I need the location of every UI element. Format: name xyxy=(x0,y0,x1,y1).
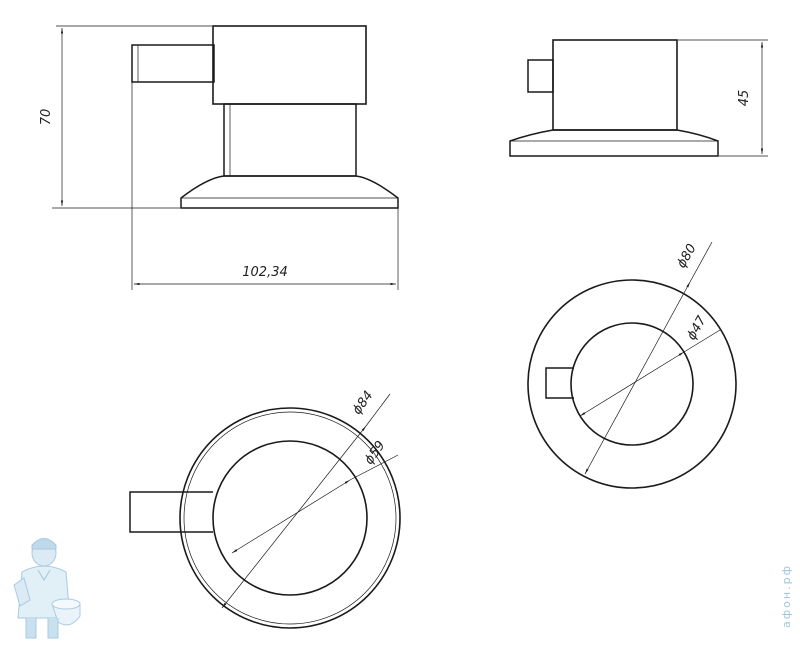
front-view: 70 102,34 xyxy=(39,25,399,290)
front-height-dimension: 70 xyxy=(39,109,54,126)
top-outer-circle xyxy=(527,279,737,489)
side-view: 45 xyxy=(509,39,768,157)
front-handle xyxy=(131,44,215,83)
top-outer-diameter: ϕ80 xyxy=(674,242,700,271)
plumber-logo xyxy=(13,538,81,639)
top-handle xyxy=(545,367,574,399)
bottom-view: ϕ84 ϕ59 xyxy=(129,388,401,629)
side-height-dimension: 45 xyxy=(737,90,752,107)
side-body xyxy=(552,39,678,131)
bottom-inner-circle xyxy=(212,440,368,596)
front-upper-body xyxy=(212,25,367,105)
bottom-outer-circle xyxy=(179,407,401,629)
bottom-handle xyxy=(129,491,213,533)
bottom-outer-diameter: ϕ84 xyxy=(350,388,377,417)
front-width-dimension: 102,34 xyxy=(242,265,288,280)
side-flange xyxy=(509,129,719,157)
front-neck xyxy=(223,103,357,177)
side-handle xyxy=(527,59,554,93)
front-flange xyxy=(180,175,399,209)
top-view: ϕ80 ϕ47 xyxy=(527,242,737,489)
site-watermark: афон.рф xyxy=(780,564,793,628)
